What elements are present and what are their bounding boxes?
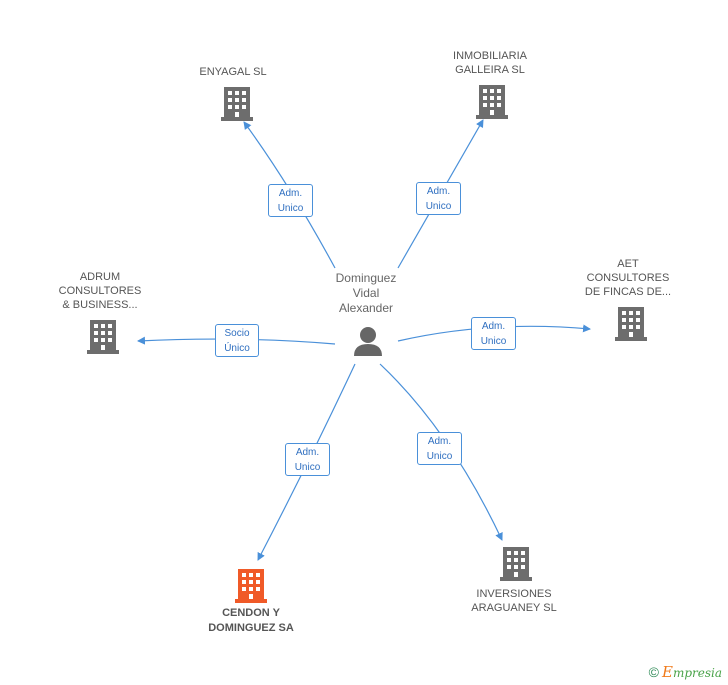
brand-logo: Empresia: [661, 663, 722, 681]
company-label-enyagal[interactable]: ENYAGAL SL: [173, 65, 293, 79]
company-label-line: INMOBILIARIA: [453, 50, 527, 62]
relation-badge-cendon[interactable]: Adm. Unico: [285, 443, 330, 476]
company-label-cendon[interactable]: CENDON Y DOMINGUEZ SA: [186, 606, 316, 636]
person-name-line: Vidal: [352, 286, 380, 300]
company-label-line: INVERSIONES: [476, 588, 552, 600]
building-icon-inversiones[interactable]: [500, 547, 532, 581]
company-label-inversiones[interactable]: INVERSIONES ARAGUANEY SL: [454, 587, 574, 615]
relation-text: Adm.: [426, 186, 451, 197]
relation-text: Unico: [277, 203, 304, 214]
company-label-line: & BUSINESS...: [62, 299, 138, 311]
relation-text: Socio: [224, 328, 250, 339]
company-label-adrum[interactable]: ADRUM CONSULTORES & BUSINESS...: [40, 270, 160, 312]
person-name-line: Alexander: [338, 301, 394, 315]
person-name-line: Dominguez: [335, 271, 397, 285]
relation-text: Unico: [425, 201, 452, 212]
company-label-line: ENYAGAL SL: [199, 66, 267, 78]
relation-text: Adm.: [481, 321, 506, 332]
company-label-line: DOMINGUEZ SA: [208, 622, 294, 634]
company-label-line: CENDON Y: [222, 607, 280, 619]
relation-badge-enyagal[interactable]: Adm. Unico: [268, 184, 313, 217]
company-label-line: ARAGUANEY SL: [471, 602, 557, 614]
brand-initial: E: [661, 663, 673, 681]
company-label-line: CONSULTORES: [58, 285, 142, 297]
company-label-line: ADRUM: [79, 271, 121, 283]
relation-text: Unico: [480, 336, 507, 347]
relation-badge-inversiones[interactable]: Adm. Unico: [417, 432, 462, 465]
relation-text: Adm.: [278, 188, 303, 199]
company-label-line: CONSULTORES: [586, 272, 670, 284]
building-icon-cendon[interactable]: [235, 569, 267, 603]
company-label-line: GALLEIRA SL: [455, 64, 525, 76]
building-icon-inmobiliaria[interactable]: [476, 85, 508, 119]
company-label-aet[interactable]: AET CONSULTORES DE FINCAS DE...: [568, 257, 688, 299]
relation-text: Único: [224, 343, 250, 354]
person-name[interactable]: Dominguez Vidal Alexander: [316, 271, 416, 316]
brand-rest: mpresia: [672, 666, 722, 680]
relation-badge-inmobiliaria[interactable]: Adm. Unico: [416, 182, 461, 215]
building-icon-enyagal[interactable]: [221, 87, 253, 121]
relation-text: Adm.: [295, 447, 320, 458]
relation-badge-aet[interactable]: Adm. Unico: [471, 317, 516, 350]
person-icon[interactable]: [354, 327, 382, 356]
relation-text: Adm.: [427, 436, 452, 447]
relation-badge-adrum[interactable]: Socio Único: [215, 324, 259, 357]
company-label-inmobiliaria[interactable]: INMOBILIARIA GALLEIRA SL: [430, 49, 550, 77]
building-icon-aet[interactable]: [615, 307, 647, 341]
relation-text: Unico: [426, 451, 453, 462]
building-icon-adrum[interactable]: [87, 320, 119, 354]
copyright-icon: ©: [648, 664, 659, 680]
brand-footer[interactable]: ©Empresia: [649, 663, 722, 681]
company-label-line: DE FINCAS DE...: [584, 286, 672, 298]
company-label-line: AET: [617, 258, 639, 270]
relation-text: Unico: [294, 462, 321, 473]
